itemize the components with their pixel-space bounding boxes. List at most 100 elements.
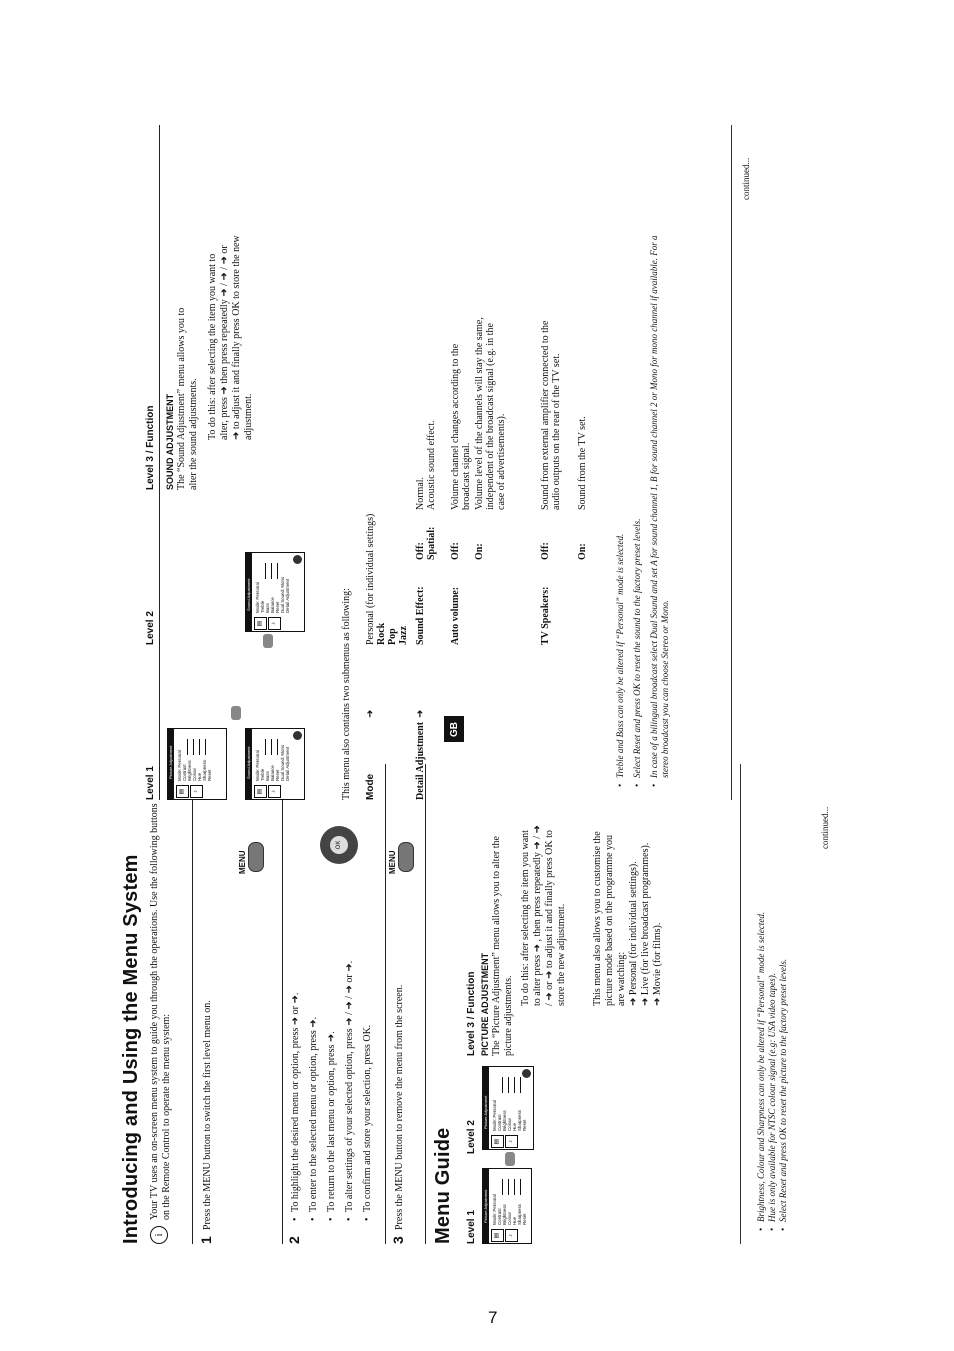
option-value: Sound from the TV set. <box>577 416 588 510</box>
screen-row: Reset <box>522 1213 527 1225</box>
menu-guide-title: Menu Guide <box>432 1127 454 1244</box>
left-page: Introducing and Using the Menu System i … <box>120 764 836 1244</box>
divider <box>740 764 741 1244</box>
col-level3: Level 3 / Function <box>466 971 477 1056</box>
screen-row: Reset <box>522 1119 527 1131</box>
screen-title: Sound Adjustment <box>246 553 252 631</box>
notes-list: Brightness, Colour and Sharpness can onl… <box>756 762 789 1232</box>
page-title: Introducing and Using the Menu System <box>120 854 142 1244</box>
option-key: On: <box>577 543 588 560</box>
menu-screen-preview: Sound Adjustment ▤♪ Mode: Personal Trebl… <box>245 728 305 800</box>
list-item: To alter settings of your selected optio… <box>344 882 356 1212</box>
language-badge: GB <box>444 716 464 742</box>
col-level3: Level 3 / Function <box>145 405 156 490</box>
ok-icon <box>522 1069 531 1078</box>
step-number: 1 <box>198 1236 214 1244</box>
option-value: Volume channel changes according to the … <box>450 343 472 510</box>
option-key: On: <box>474 543 485 560</box>
sound-icon: ♪ <box>268 785 281 798</box>
note: Hue is only available for NTSC colour si… <box>767 762 778 1222</box>
col-level1: Level 1 <box>466 1210 477 1244</box>
option-value: Volume level of the channels will stay t… <box>474 317 507 510</box>
screen-row: Detail Adjustment <box>285 578 290 613</box>
right-page: Level 1 Level 2 Level 3 / Function Pictu… <box>145 125 760 800</box>
sound-icon: ♪ <box>190 785 203 798</box>
picture-icon: ▤ <box>491 1229 504 1242</box>
sound-effect-label: Sound Effect: <box>415 586 426 645</box>
sound-icon: ♪ <box>505 1229 518 1242</box>
auto-volume-label: Auto volume: <box>450 586 461 645</box>
screen-row: Detail Adjustment <box>285 746 290 781</box>
section-text: This menu also allows you to customise t… <box>592 831 627 1006</box>
screen-title: Sound Adjustment <box>246 729 252 799</box>
list-item: To highlight the desired menu or option,… <box>290 882 302 1212</box>
note: Treble and Bass can only be altered if “… <box>615 218 626 778</box>
menu-screen-preview: Picture Adjustment ▤♪ Mode: Personal Con… <box>482 1066 534 1150</box>
ok-icon: OK <box>330 836 348 854</box>
note: Select Reset and press OK to reset the s… <box>632 218 643 778</box>
screen-title: Picture Adjustment <box>168 729 174 799</box>
note: Select Reset and press OK to reset the p… <box>778 762 789 1222</box>
step-text: Press the MENU button to switch the firs… <box>202 1000 213 1230</box>
divider <box>159 125 160 800</box>
intro-text: Your TV uses an on-screen menu system to… <box>149 803 172 1220</box>
ok-icon <box>293 731 302 740</box>
menu-button-label: MENU <box>388 850 397 874</box>
step2-list: To highlight the desired menu or option,… <box>290 882 374 1222</box>
arrow-right-icon <box>505 1152 515 1166</box>
screen-title: Picture Adjustment <box>483 1067 489 1149</box>
section-text: To do this: after selecting the item you… <box>207 235 254 440</box>
divider <box>192 764 193 1244</box>
list-item: To confirm and store your selection, pre… <box>362 882 374 1212</box>
arrow-down-icon <box>231 706 241 720</box>
divider <box>282 764 283 1244</box>
list-item: Pop <box>387 628 398 645</box>
menu-button-label: MENU <box>238 850 247 874</box>
menu-screen-preview: Picture Adjustment ▤♪ Mode: Personal Con… <box>167 728 227 800</box>
note: In case of a bilingual broadcast select … <box>649 218 671 778</box>
mode-options: Personal (for individual settings) Rock … <box>365 514 409 645</box>
sound-icon: ♪ <box>268 617 281 630</box>
list-item: ➜ Movie (for films). <box>652 922 663 1006</box>
picture-icon: ▤ <box>491 1135 504 1148</box>
list-item: Rock <box>376 622 387 645</box>
section-text: The “Picture Adjustment” menu allows you… <box>491 836 514 1056</box>
step-number: 2 <box>286 1236 302 1244</box>
menu-screen-preview: Picture Adjustment ▤♪ Mode: Personal Con… <box>482 1168 532 1244</box>
divider <box>385 764 386 1244</box>
list-item: Personal (for individual settings) <box>365 513 376 645</box>
list-item: ➜ Live (for live broadcast programmes). <box>640 842 651 1006</box>
arrow-right-icon <box>263 634 273 648</box>
col-level1: Level 1 <box>145 766 156 800</box>
step-number: 3 <box>390 1236 406 1244</box>
info-icon: i <box>150 1226 168 1244</box>
list-item: To return to the last menu or option, pr… <box>326 882 338 1212</box>
detail-label: Detail Adjustment <box>415 721 426 800</box>
mode-list: ➜ Personal (for individual settings). ➜ … <box>628 821 664 1006</box>
option-value: Normal. <box>415 476 426 510</box>
sound-icon: ♪ <box>505 1135 518 1148</box>
section-heading: SOUND ADJUSTMENT <box>165 393 175 490</box>
section-text: To do this: after selecting the item you… <box>520 825 567 1006</box>
col-level2: Level 2 <box>466 1120 477 1154</box>
list-item: Jazz <box>398 626 409 645</box>
option-value: Sound from external amplifier connected … <box>540 320 562 510</box>
submenus-intro: This menu also contains two submenus as … <box>341 588 352 800</box>
list-item: ➜ Personal (for individual settings). <box>628 861 639 1006</box>
ok-icon <box>293 555 302 564</box>
notes-list: Treble and Bass can only be altered if “… <box>615 218 671 788</box>
mode-label: Mode <box>365 773 376 800</box>
picture-icon: ▤ <box>176 785 189 798</box>
option-key: Off: <box>450 542 461 560</box>
option-key: Off: <box>540 542 551 560</box>
tv-speakers-label: TV Speakers: <box>540 586 551 645</box>
screen-title: Picture Adjustment <box>483 1169 489 1243</box>
picture-icon: ▤ <box>254 617 267 630</box>
remote-dpad-icon: OK <box>320 826 358 864</box>
section-heading: PICTURE ADJUSTMENT <box>480 952 490 1056</box>
list-item: To enter to the selected menu or option,… <box>308 882 320 1212</box>
menu-screen-preview: Sound Adjustment ▤♪ Mode: Personal Trebl… <box>245 552 305 632</box>
continued-label: continued... <box>820 806 830 849</box>
divider <box>425 764 426 1244</box>
continued-label: continued... <box>741 157 751 200</box>
